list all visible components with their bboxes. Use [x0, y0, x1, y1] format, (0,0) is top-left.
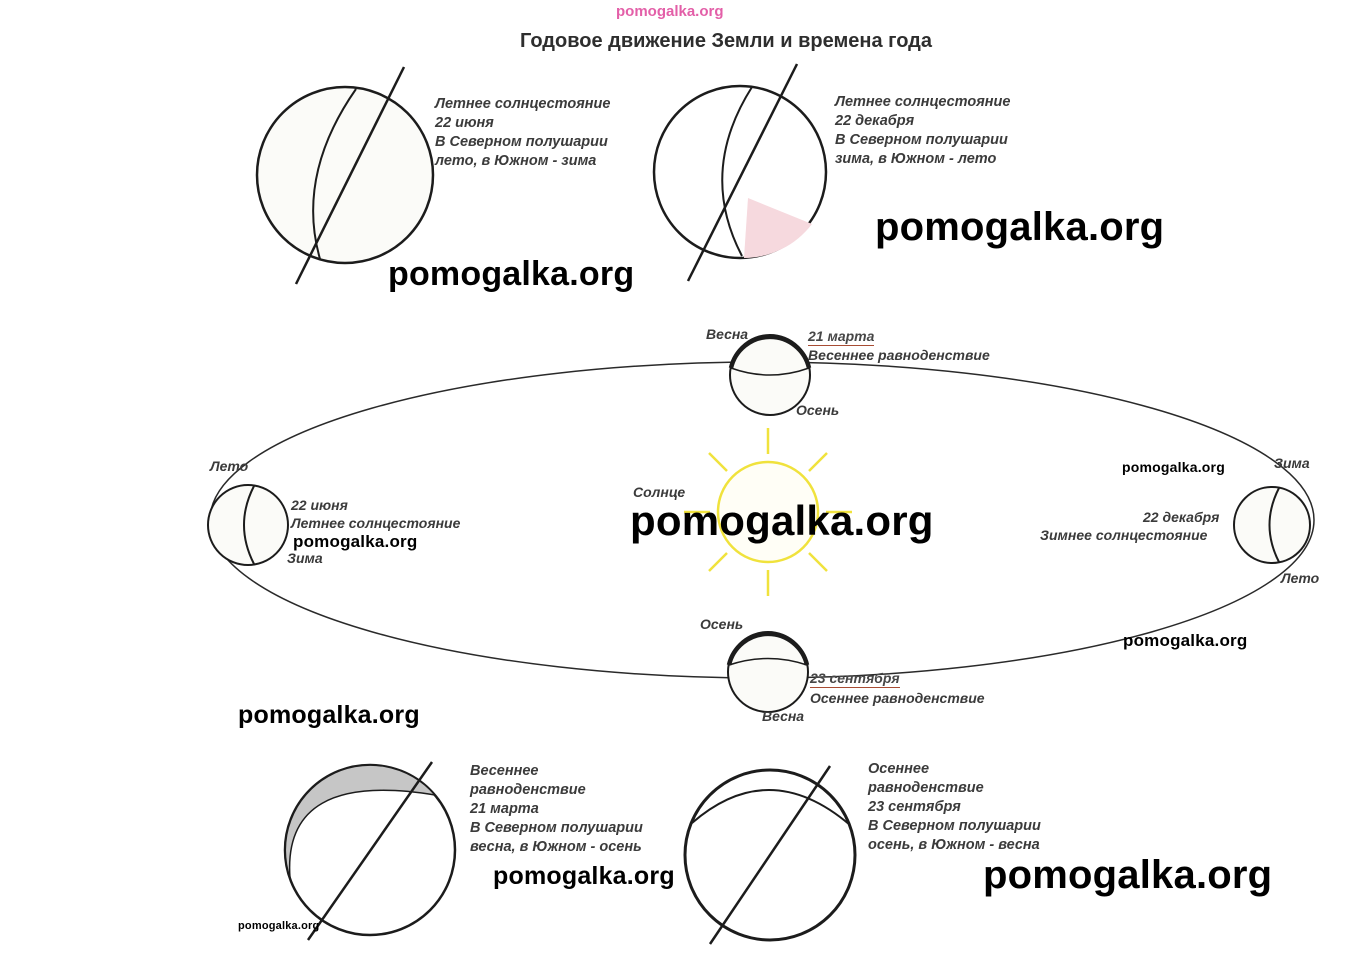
watermark-lower-left: pomogalka.org [238, 701, 420, 729]
june-solstice-caption: Летнее солнцестояние 22 июня В Северном … [435, 95, 610, 171]
watermark-center: pomogalka.org [630, 497, 934, 544]
caption-line: В Северном полушарии [835, 132, 1008, 148]
caption-line: осень, в Южном - весна [868, 837, 1040, 853]
watermark-right-orbit-lower: pomogalka.org [1123, 631, 1248, 650]
sun-label: Солнце [633, 484, 686, 500]
caption-line: равноденствие [470, 782, 586, 798]
caption-line: 21 марта [470, 801, 539, 817]
page-title: Годовое движение Земли и времена года [520, 30, 932, 52]
december-solstice-globe [652, 63, 828, 282]
season-label-winter: Зима [287, 550, 323, 566]
watermark-upper-right: pomogalka.org [875, 205, 1165, 249]
sun-icon [684, 428, 852, 596]
season-label-winter-right: Зима [1274, 455, 1310, 471]
caption-line: лето, в Южном - зима [435, 153, 597, 169]
caption-line: Летнее солнцестояние [435, 96, 611, 112]
globe-circle [255, 85, 435, 265]
meridian-curve [1268, 487, 1280, 563]
terminator-rim [726, 631, 810, 666]
march-equinox-globe [283, 761, 457, 941]
caption-line: весна, в Южном - осень [470, 839, 642, 855]
date-label-december: 22 декабря [1143, 509, 1220, 525]
date-underlined: 23 сентября [810, 670, 900, 688]
meridian-curve [312, 88, 357, 260]
caption-line: Весеннее [470, 763, 539, 779]
event-label-march: Весеннее равноденствие [808, 347, 990, 363]
earth-circle [1233, 486, 1311, 564]
december-solstice-caption: Летнее солнцестояние 22 декабря В Северн… [835, 93, 1010, 169]
caption-line: В Северном полушарии [470, 820, 643, 836]
event-label-september: Осеннее равноденствие [810, 690, 985, 706]
earth-axis-line [306, 761, 434, 941]
date-label-june: 22 июня [291, 497, 348, 513]
season-label-summer-right: Лето [1281, 570, 1320, 586]
event-label-june: Летнее солнцестояние [291, 515, 461, 531]
earth-september [726, 631, 810, 713]
gray-crescent-shade [284, 764, 437, 879]
earth-axis-line [686, 63, 799, 282]
meridian-curve [243, 485, 255, 565]
watermark-bottom-left-tiny: pomogalka.org [238, 920, 320, 932]
date-label-september: 23 сентября [810, 670, 900, 688]
june-solstice-globe [255, 66, 435, 285]
date-underlined: 21 марта [808, 328, 875, 346]
earth-december [1233, 486, 1311, 564]
watermark-top: pomogalka.org [616, 3, 724, 20]
earth-circle [207, 484, 289, 566]
season-label-spring-bottom: Весна [762, 708, 805, 724]
watermark-left-orbit: pomogalka.org [293, 532, 418, 551]
caption-line: Летнее солнцестояние [835, 94, 1011, 110]
caption-line: В Северном полушарии [868, 818, 1041, 834]
caption-line: равноденствие [868, 780, 984, 796]
caption-line: 22 июня [435, 115, 494, 131]
earth-axis-line [294, 66, 406, 285]
terminator-chord [730, 367, 810, 376]
pink-shade-wedge [744, 198, 812, 258]
caption-line: В Северном полушарии [435, 134, 608, 150]
earth-june [207, 484, 289, 566]
date-label-march: 21 марта [808, 328, 875, 346]
caption-line: зима, в Южном - лето [835, 151, 997, 167]
watermark-upper-left: pomogalka.org [388, 255, 635, 293]
earth-march [728, 334, 812, 416]
season-label-autumn: Осень [796, 402, 840, 418]
sun-disc [716, 460, 820, 564]
earth-axis-line [708, 765, 832, 945]
september-equinox-globe [683, 765, 857, 945]
crescent-outline [691, 789, 851, 826]
event-label-december: Зимнее солнцестояние [1040, 527, 1208, 543]
watermark-bottom-right: pomogalka.org [983, 853, 1273, 897]
september-equinox-caption: Осеннее равноденствие 23 сентября В Севе… [868, 760, 1041, 855]
season-label-autumn-bottom: Осень [700, 616, 744, 632]
march-equinox-caption: Весеннее равноденствие 21 марта В Северн… [470, 762, 643, 857]
caption-line: 23 сентября [868, 799, 961, 815]
watermark-bottom-center: pomogalka.org [493, 862, 675, 890]
terminator-rim [728, 334, 812, 369]
season-label-summer: Лето [210, 458, 249, 474]
caption-line: Осеннее [868, 761, 930, 777]
season-label-spring: Весна [706, 326, 749, 342]
meridian-curve [721, 86, 753, 257]
caption-line: 22 декабря [835, 113, 915, 129]
terminator-chord [728, 657, 808, 666]
watermark-right-orbit-upper: pomogalka.org [1122, 459, 1225, 475]
